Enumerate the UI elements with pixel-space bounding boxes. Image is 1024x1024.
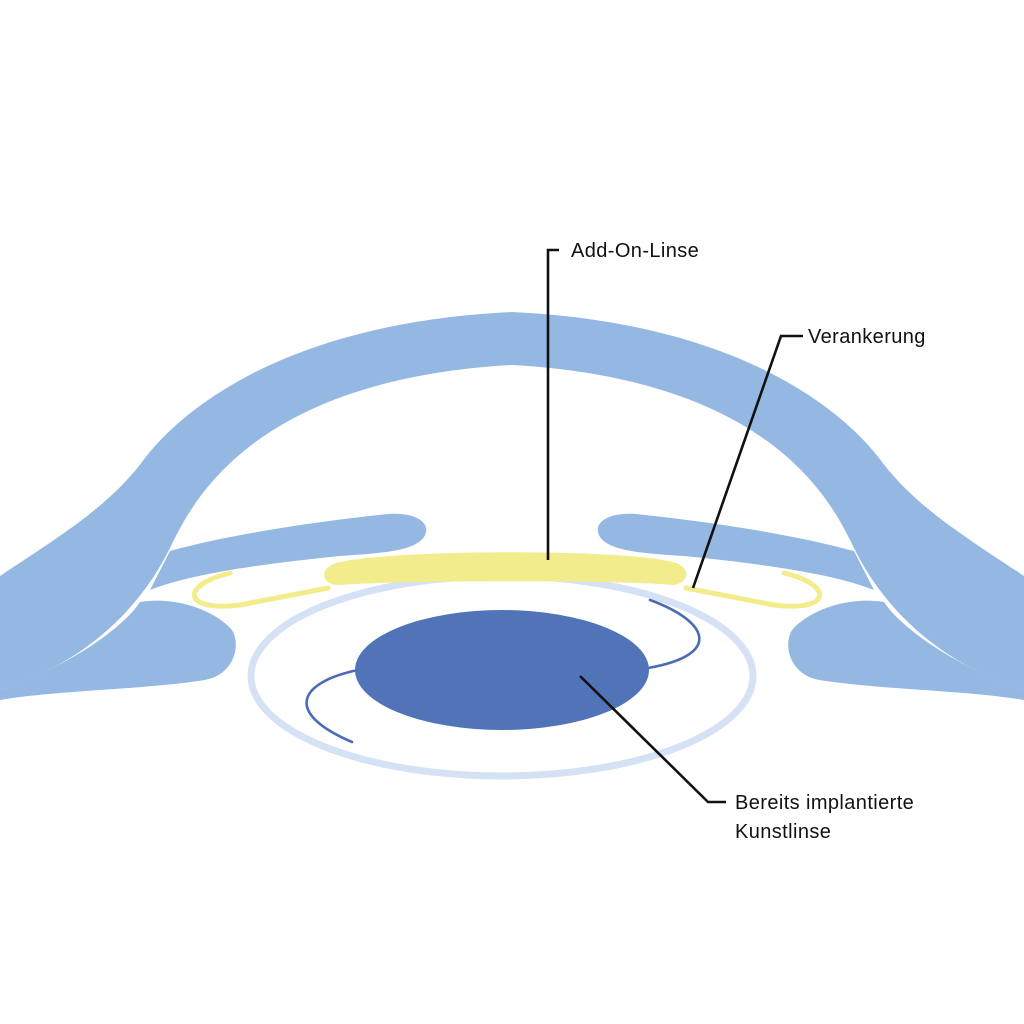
label-implanted-lens-line1: Bereits implantierte <box>735 792 914 814</box>
leader-add-on-lens <box>546 248 559 560</box>
ciliary-body-left <box>0 600 236 700</box>
add-on-lens <box>324 552 687 586</box>
iris-right <box>597 513 874 590</box>
ciliary-body-right <box>788 600 1024 700</box>
add-on-lens-haptic-right <box>683 570 822 609</box>
implanted-lens-haptic-upper <box>646 598 701 670</box>
leader-implanted-lens <box>579 675 726 804</box>
label-anchoring: Verankerung <box>808 326 926 348</box>
label-add-on-lens: Add-On-Linse <box>571 240 699 262</box>
implanted-lens-optic <box>355 610 649 730</box>
add-on-lens-haptic-left <box>192 570 331 609</box>
iris-left <box>150 513 427 590</box>
label-implanted-lens-line2: Kunstlinse <box>735 821 831 843</box>
cornea-sclera <box>0 312 1024 690</box>
implanted-lens-haptic-lower <box>305 668 360 744</box>
leader-anchoring <box>691 334 803 589</box>
